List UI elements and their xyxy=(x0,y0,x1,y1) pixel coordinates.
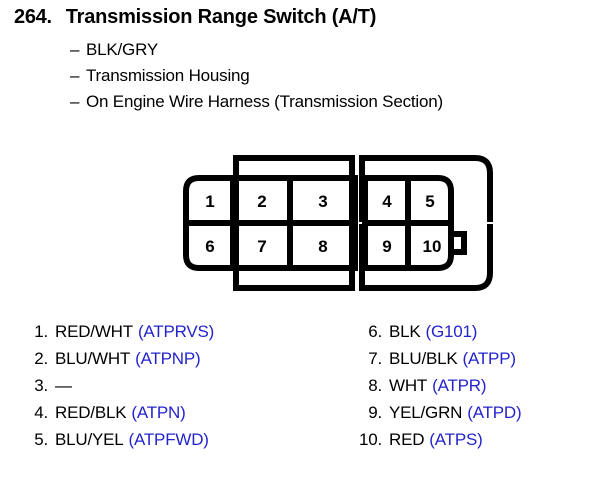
left-cell-block-outline xyxy=(183,175,358,271)
detail-line-text: On Engine Wire Harness (Transmission Sec… xyxy=(86,92,443,111)
pin-number: 2. xyxy=(34,349,48,368)
right-shell-upper xyxy=(359,155,493,222)
dash-bullet-icon: – xyxy=(70,66,80,85)
pin-wire-color: BLU/BLK xyxy=(389,349,458,368)
pin-number: 8. xyxy=(368,376,382,395)
cavity-label-1: 1 xyxy=(205,192,214,211)
pin-wire-color: RED xyxy=(389,430,425,449)
pin-row: 8. WHT(ATPR) xyxy=(352,372,521,399)
item-number: 264. xyxy=(14,6,52,28)
page-title: 264. Transmission Range Switch (A/T) xyxy=(14,6,376,29)
detail-line-wire-color: –BLK/GRY xyxy=(70,40,158,60)
pin-row: 10. RED(ATPS) xyxy=(352,426,521,453)
cavity-label-6: 6 xyxy=(205,237,214,256)
pin-wire-color: BLU/WHT xyxy=(55,349,131,368)
pin-number: 1. xyxy=(34,322,48,341)
pin-signal-name: (ATPP) xyxy=(462,349,516,368)
cavity-label-7: 7 xyxy=(257,237,266,256)
pin-row: 2. BLU/WHT(ATPNP) xyxy=(18,345,214,372)
detail-line-text: Transmission Housing xyxy=(86,66,250,85)
pin-row: 5. BLU/YEL(ATPFWD) xyxy=(18,426,214,453)
pin-number: 3. xyxy=(34,376,48,395)
dash-bullet-icon: – xyxy=(70,40,80,59)
pin-row: 1. RED/WHT(ATPRVS) xyxy=(18,318,214,345)
left-tab-upper xyxy=(233,155,355,222)
cavity-label-3: 3 xyxy=(318,192,327,211)
pin-number: 7. xyxy=(368,349,382,368)
cavity-label-10: 10 xyxy=(423,237,442,256)
cavity-label-5: 5 xyxy=(425,192,434,211)
pin-number: 9. xyxy=(368,403,382,422)
pin-signal-name: (ATPFWD) xyxy=(128,430,209,449)
pin-number: 4. xyxy=(34,403,48,422)
pin-list-left: 1. RED/WHT(ATPRVS) 2. BLU/WHT(ATPNP) 3. — 4… xyxy=(18,318,214,453)
pin-wire-color: — xyxy=(55,376,72,395)
detail-line-text: BLK/GRY xyxy=(86,40,158,59)
pin-signal-name: (ATPD) xyxy=(467,403,522,422)
cavity-label-2: 2 xyxy=(257,192,266,211)
pin-number: 5. xyxy=(34,430,48,449)
pin-wire-color: RED/BLK xyxy=(55,403,127,422)
pin-signal-name: (ATPN) xyxy=(131,403,186,422)
dash-bullet-icon: – xyxy=(70,92,80,111)
pin-signal-name: (G101) xyxy=(425,322,478,341)
right-shell-lower xyxy=(359,224,493,291)
pin-wire-color: BLU/YEL xyxy=(55,430,124,449)
pin-number: 6. xyxy=(368,322,382,341)
detail-line-location: –Transmission Housing xyxy=(70,66,250,86)
pin-row: 7. BLU/BLK(ATPP) xyxy=(352,345,521,372)
cavity-label-8: 8 xyxy=(318,237,327,256)
detail-line-harness: –On Engine Wire Harness (Transmission Se… xyxy=(70,92,443,112)
pin-wire-color: BLK xyxy=(389,322,421,341)
right-cell-block-outline xyxy=(362,175,454,271)
pin-row: 6. BLK(G101) xyxy=(352,318,521,345)
pin-signal-name: (ATPR) xyxy=(432,376,487,395)
pin-signal-name: (ATPRVS) xyxy=(137,322,215,341)
pin-row: 9. YEL/GRN(ATPD) xyxy=(352,399,521,426)
pin-list-right: 6.BLK(G101) 7.BLU/BLK(ATPP) 8.WHT(ATPR) … xyxy=(352,318,522,453)
pin-signal-name: (ATPNP) xyxy=(135,349,201,368)
left-tab-lower xyxy=(233,224,355,291)
pin-signal-name: (ATPS) xyxy=(429,430,483,449)
item-title: Transmission Range Switch (A/T) xyxy=(65,6,377,28)
pin-wire-color: YEL/GRN xyxy=(389,403,463,422)
cavity-label-9: 9 xyxy=(382,237,391,256)
pin-row: 4. RED/BLK(ATPN) xyxy=(18,399,214,426)
pin-row: 3. — xyxy=(18,372,214,399)
keying-tab-icon xyxy=(451,231,467,255)
cavity-label-4: 4 xyxy=(382,192,392,211)
pin-number: 10. xyxy=(358,430,382,449)
pin-wire-color: WHT xyxy=(389,376,428,395)
pin-wire-color: RED/WHT xyxy=(55,322,133,341)
